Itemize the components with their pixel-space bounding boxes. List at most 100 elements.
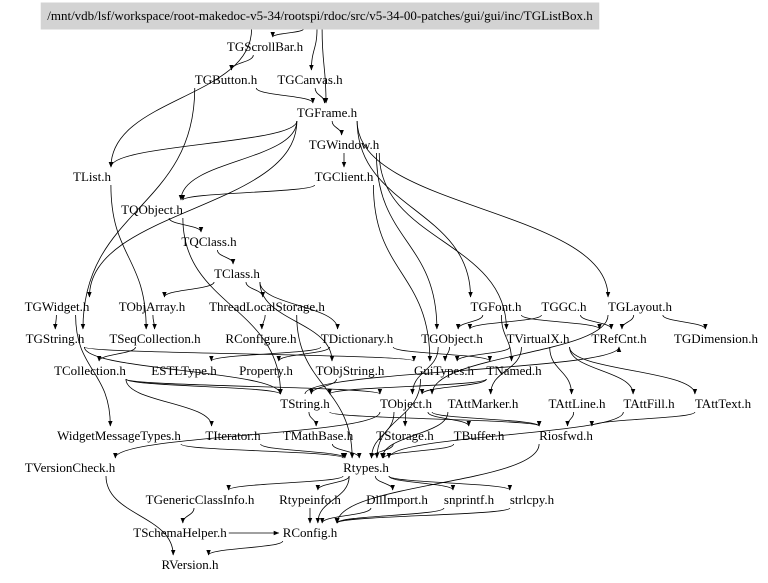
- node-rversion[interactable]: RVersion.h: [161, 557, 219, 572]
- node-label: TGString.h: [26, 331, 85, 346]
- node-tstring[interactable]: TString.h: [280, 396, 330, 411]
- node-tobjarray[interactable]: TObjArray.h: [119, 299, 186, 314]
- node-widgetmessagetypes[interactable]: WidgetMessageTypes.h: [57, 428, 181, 443]
- node-tgclient[interactable]: TGClient.h: [315, 169, 374, 184]
- node-label: TString.h: [280, 396, 330, 411]
- edge-tobject-to-tstorage: [402, 411, 408, 427]
- node-label: DllImport.h: [366, 492, 428, 507]
- node-tgobject[interactable]: TGObject.h: [421, 331, 483, 346]
- node-strlcpy[interactable]: strlcpy.h: [510, 492, 555, 507]
- edge-tvirtualx-to-tattmarker: [488, 346, 522, 395]
- node-property[interactable]: Property.h: [239, 363, 293, 378]
- node-tgenericclassinfo[interactable]: TGenericClassInfo.h: [146, 492, 255, 507]
- edge-tggc-to-trefcnt: [580, 314, 614, 330]
- node-tgfont[interactable]: TGFont.h: [471, 299, 522, 314]
- node-tattline[interactable]: TAttLine.h: [548, 396, 606, 411]
- node-estltype[interactable]: ESTLType.h: [151, 363, 217, 378]
- edge-tgframe-to-tgwidget: [87, 120, 298, 298]
- edge-guitypes-to-rtypes: [374, 378, 421, 459]
- node-label: TObject.h: [380, 396, 433, 411]
- node-tattfill[interactable]: TAttFill.h: [623, 396, 675, 411]
- node-titerator[interactable]: TIterator.h: [205, 428, 261, 443]
- node-rtypeinfo[interactable]: Rtypeinfo.h: [279, 492, 341, 507]
- node-riosfwd[interactable]: Riosfwd.h: [539, 428, 593, 443]
- node-label: TGButton.h: [195, 72, 258, 87]
- edge-tlist-to-tseqcollection: [110, 184, 149, 330]
- edges-layer: [53, 28, 708, 556]
- edge-tobject-to-tversioncheck: [113, 411, 381, 459]
- node-tseqcollection[interactable]: TSeqCollection.h: [109, 331, 201, 346]
- node-tlist[interactable]: TList.h: [73, 169, 111, 184]
- node-tgcanvas[interactable]: TGCanvas.h: [277, 72, 343, 87]
- node-rtypes[interactable]: Rtypes.h: [343, 460, 389, 475]
- node-dllimport[interactable]: DllImport.h: [366, 492, 428, 507]
- node-tatttext[interactable]: TAttText.h: [695, 396, 752, 411]
- edge-tgwidget-to-widgetmessagetypes: [75, 314, 113, 427]
- edge-tgscrollbar-to-tgbutton: [229, 54, 254, 71]
- node-rconfigure[interactable]: RConfigure.h: [225, 331, 297, 346]
- node-trefcnt[interactable]: TRefCnt.h: [591, 331, 647, 346]
- node-tgscrollbar[interactable]: TGScrollBar.h: [227, 39, 304, 54]
- node-tclass[interactable]: TClass.h: [214, 266, 260, 281]
- node-tnamed[interactable]: TNamed.h: [486, 363, 542, 378]
- node-label: TList.h: [73, 169, 111, 184]
- node-label: Property.h: [239, 363, 293, 378]
- node-tggc[interactable]: TGGC.h: [541, 299, 587, 314]
- node-label: TAttLine.h: [548, 396, 606, 411]
- edge-tnamed-to-tstring: [327, 378, 487, 395]
- node-label: TBuffer.h: [454, 428, 505, 443]
- node-label: Rtypes.h: [343, 460, 389, 475]
- edge-tstring-to-trefcnt: [304, 346, 622, 395]
- node-tattmarker[interactable]: TAttMarker.h: [448, 396, 519, 411]
- node-tversioncheck[interactable]: TVersionCheck.h: [25, 460, 116, 475]
- edge-tdictionary-to-tnamed: [392, 346, 493, 362]
- node-tobject[interactable]: TObject.h: [380, 396, 433, 411]
- node-label: TQObject.h: [121, 202, 183, 217]
- nodes-layer: /mnt/vdb/lsf/workspace/root-makedoc-v5-3…: [25, 2, 759, 572]
- root-node[interactable]: /mnt/vdb/lsf/workspace/root-makedoc-v5-3…: [40, 2, 600, 30]
- node-tgframe[interactable]: TGFrame.h: [297, 105, 358, 120]
- edge-tcollection-to-tobject: [125, 378, 383, 395]
- node-snprintf[interactable]: snprintf.h: [444, 492, 495, 507]
- node-tgwindow[interactable]: TGWindow.h: [309, 137, 380, 152]
- node-threadlocalstorage[interactable]: ThreadLocalStorage.h: [209, 299, 325, 314]
- edge-tobject-to-tbuffer: [427, 411, 471, 427]
- node-label: TVersionCheck.h: [25, 460, 116, 475]
- edge-rtypes-to-snprintf: [388, 475, 456, 491]
- node-label: TObjArray.h: [119, 299, 186, 314]
- node-label: TIterator.h: [205, 428, 261, 443]
- node-tbuffer[interactable]: TBuffer.h: [454, 428, 505, 443]
- edge-dllimport-to-rconfig: [319, 507, 372, 524]
- node-tqobject[interactable]: TQObject.h: [121, 202, 183, 217]
- edge-tgstring-to-guitypes: [84, 346, 416, 362]
- node-tqclass[interactable]: TQClass.h: [181, 234, 237, 249]
- node-tcollection[interactable]: TCollection.h: [54, 363, 126, 378]
- node-tgstring[interactable]: TGString.h: [26, 331, 85, 346]
- edge-tglayout-to-tgdimension: [662, 314, 708, 330]
- edge-tvirtualx-to-tattline: [549, 346, 574, 395]
- node-tgdimension[interactable]: TGDimension.h: [674, 331, 759, 346]
- node-tgwidget[interactable]: TGWidget.h: [25, 299, 90, 314]
- node-tdictionary[interactable]: TDictionary.h: [321, 331, 394, 346]
- node-tstorage[interactable]: TStorage.h: [376, 428, 434, 443]
- edge-root-to-tgframe: [321, 28, 329, 104]
- node-rconfig[interactable]: RConfig.h: [283, 525, 338, 540]
- node-tschemahelper[interactable]: TSchemaHelper.h: [133, 525, 227, 540]
- node-label: TVirtualX.h: [506, 331, 570, 346]
- edge-tgobject-to-guitypes: [442, 346, 450, 362]
- node-label: TGCanvas.h: [277, 72, 343, 87]
- node-guitypes[interactable]: GuiTypes.h: [414, 363, 475, 378]
- edge-tnamed-to-tobject: [419, 378, 487, 395]
- edge-tmathbase-to-rtypes: [332, 443, 362, 459]
- node-tobjstring[interactable]: TObjString.h: [316, 363, 385, 378]
- edge-tvirtualx-to-guitypes: [454, 346, 511, 362]
- edge-tgbutton-to-tgframe: [255, 87, 316, 104]
- node-tglayout[interactable]: TGLayout.h: [608, 299, 672, 314]
- node-label: TAttMarker.h: [448, 396, 519, 411]
- node-tgbutton[interactable]: TGButton.h: [195, 72, 258, 87]
- node-tvirtualx[interactable]: TVirtualX.h: [506, 331, 570, 346]
- node-tmathbase[interactable]: TMathBase.h: [283, 428, 354, 443]
- edge-rtypes-to-rconfig: [315, 475, 350, 524]
- node-label: RVersion.h: [161, 557, 219, 572]
- edge-tgobject-to-tobject: [410, 346, 439, 395]
